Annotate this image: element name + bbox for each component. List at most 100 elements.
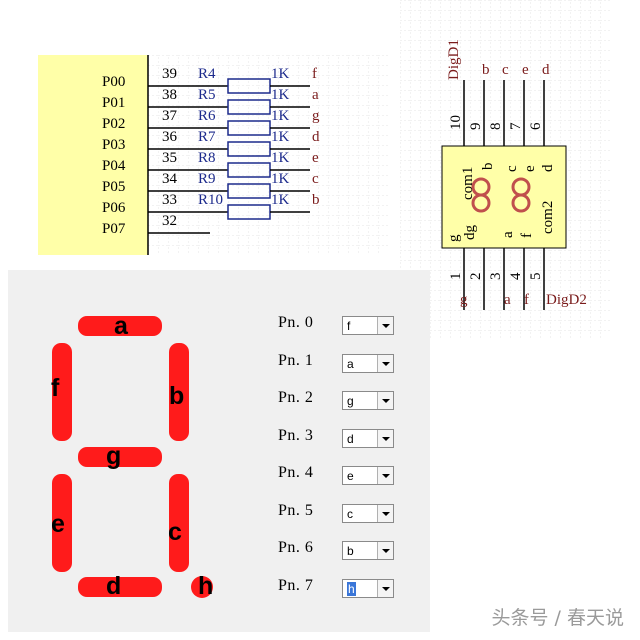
segment-net-label: a xyxy=(312,87,319,103)
pin-label: Pn. 6 xyxy=(278,539,314,556)
pin-name: P00 xyxy=(102,74,126,90)
segment-h-label: h xyxy=(198,572,214,600)
chevron-down-icon[interactable] xyxy=(377,504,393,522)
pin-number: 34 xyxy=(162,171,177,187)
resistor-ref: R8 xyxy=(198,150,216,166)
bottom-pin-number: 3 xyxy=(488,272,504,281)
pin-label: Pn. 0 xyxy=(278,314,314,331)
mcu-body xyxy=(38,55,148,255)
chevron-down-icon[interactable] xyxy=(377,429,393,447)
body-label-g: g xyxy=(446,234,462,243)
pin-label: Pn. 2 xyxy=(278,389,314,406)
watermark: 头条号 / 春天说 xyxy=(491,607,624,629)
segment-e[interactable] xyxy=(52,474,72,572)
pin-segment-select[interactable]: g xyxy=(342,391,394,410)
select-value: g xyxy=(347,394,354,408)
resistor-ref: R9 xyxy=(198,171,216,187)
segment-c[interactable] xyxy=(169,474,189,572)
body-label-com2: com2 xyxy=(540,200,556,234)
bottom-pin-number: 5 xyxy=(528,272,544,281)
digit-icon-2 xyxy=(511,177,531,213)
pin-name: P02 xyxy=(102,116,126,132)
pin-label: Pn. 4 xyxy=(278,464,314,481)
display-ref-bottom: DigD2 xyxy=(546,292,587,308)
top-net-label: b xyxy=(482,62,490,78)
body-label-e: e xyxy=(522,165,538,172)
pin-segment-select[interactable]: d xyxy=(342,428,394,448)
pin-name: P07 xyxy=(102,221,126,237)
segment-d-label: d xyxy=(106,572,122,600)
pin-number: 36 xyxy=(162,129,177,145)
segment-b[interactable] xyxy=(169,343,189,441)
resistor-value: 1K xyxy=(271,108,290,124)
segment-g[interactable] xyxy=(78,447,162,467)
chevron-down-icon[interactable] xyxy=(377,467,393,484)
pin-number: 39 xyxy=(162,66,177,82)
pin-segment-select[interactable]: c xyxy=(342,503,394,523)
resistor-ref: R5 xyxy=(198,87,216,103)
resistor-value: 1K xyxy=(271,192,290,208)
chevron-down-icon[interactable] xyxy=(377,579,393,597)
bottom-pin-number: 2 xyxy=(468,272,484,281)
pin-label: Pn. 5 xyxy=(278,501,314,519)
select-value: h xyxy=(347,581,356,596)
segment-net-label: d xyxy=(312,129,320,145)
resistor-ref: R10 xyxy=(198,192,224,208)
chevron-down-icon[interactable] xyxy=(377,542,393,559)
bottom-net-label: g xyxy=(460,292,468,308)
top-pin-number: 9 xyxy=(468,122,484,131)
select-value: f xyxy=(347,319,351,333)
chevron-down-icon[interactable] xyxy=(377,317,393,334)
resistor-value: 1K xyxy=(271,171,290,187)
top-net-label: d xyxy=(542,62,550,78)
body-label-d: d xyxy=(540,164,556,173)
pin-name: P03 xyxy=(102,137,126,153)
pin-segment-select[interactable]: f xyxy=(342,316,394,335)
body-label-a: a xyxy=(500,231,516,238)
display-body xyxy=(441,145,567,249)
segment-f-label: f xyxy=(51,374,60,402)
pin-segment-select[interactable]: e xyxy=(342,466,394,485)
display-schematic-drawing xyxy=(400,0,610,340)
segment-net-label: g xyxy=(312,108,320,124)
bottom-net-label: f xyxy=(524,292,529,308)
resistor-ref: R4 xyxy=(198,66,216,82)
segment-h-dot[interactable] xyxy=(191,576,213,598)
segment-a-label: a xyxy=(114,312,128,340)
body-label-f: f xyxy=(519,233,535,238)
body-label-c: c xyxy=(504,165,520,172)
pin-label: Pn. 3 xyxy=(278,426,314,444)
pin-label: Pn. 7 xyxy=(278,576,314,594)
pin-segment-select[interactable]: a xyxy=(342,353,394,373)
top-net-label: e xyxy=(522,62,529,78)
segment-d[interactable] xyxy=(78,577,162,597)
pin-number: 33 xyxy=(162,192,177,208)
segment-net-label: b xyxy=(312,192,320,208)
pin-number: 35 xyxy=(162,150,177,166)
bottom-net-label: a xyxy=(504,292,511,308)
segment-net-label: c xyxy=(312,171,319,187)
pin-name: P01 xyxy=(102,95,126,111)
pin-segment-select[interactable]: b xyxy=(342,541,394,560)
top-pin-number: 6 xyxy=(528,122,544,131)
segment-e-label: e xyxy=(51,510,65,538)
pin-segment-select[interactable]: h xyxy=(342,578,394,598)
resistor-ref: R6 xyxy=(198,108,216,124)
top-pin-number: 8 xyxy=(488,122,504,131)
segment-net-label: e xyxy=(312,150,319,166)
pin-name: P06 xyxy=(102,200,126,216)
digit-icon-1 xyxy=(471,177,491,213)
top-net-label: c xyxy=(502,62,509,78)
pin-number: 37 xyxy=(162,108,177,124)
segment-f[interactable] xyxy=(52,343,72,441)
resistor-value: 1K xyxy=(271,87,290,103)
resistor-value: 1K xyxy=(271,150,290,166)
bottom-pin-number: 4 xyxy=(508,272,524,281)
chevron-down-icon[interactable] xyxy=(377,354,393,372)
resistor-ref: R7 xyxy=(198,129,216,145)
segment-a[interactable] xyxy=(78,316,162,336)
chevron-down-icon[interactable] xyxy=(377,392,393,409)
pin-name: P04 xyxy=(102,158,126,174)
